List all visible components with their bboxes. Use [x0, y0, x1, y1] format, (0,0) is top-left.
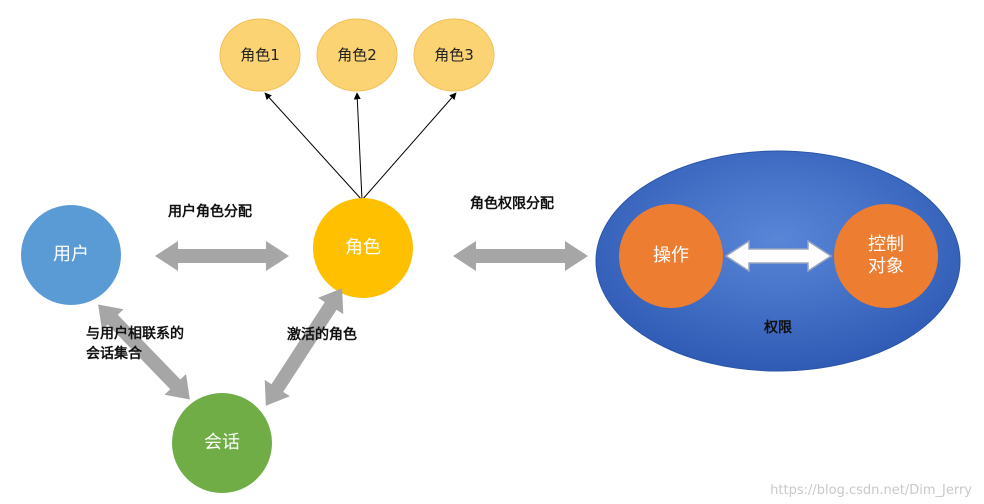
- role-label: 角色: [345, 237, 381, 258]
- role1-label: 角色1: [240, 46, 280, 64]
- session-circle: [172, 393, 272, 493]
- double-arrows: [98, 241, 588, 406]
- operation-label: 操作: [653, 245, 689, 266]
- role1-ellipse: [219, 18, 301, 92]
- active-roles-label: 激活的角色: [287, 327, 357, 343]
- role-to-role1-arrow: [264, 92, 363, 201]
- role-perm-assign-label: 角色权限分配: [470, 196, 554, 212]
- user-role-double-arrow: [155, 241, 289, 271]
- role2-label: 角色2: [337, 46, 377, 64]
- user-sessions-label: 与用户相联系的 会话集合: [86, 326, 184, 362]
- role2-ellipse: [316, 18, 398, 92]
- control-object-label: 控制 对象: [868, 234, 904, 277]
- operation-circle: [619, 204, 723, 308]
- role3-ellipse: [413, 18, 495, 92]
- role-to-role3-arrow: [361, 92, 457, 201]
- control-object-circle: [834, 204, 938, 308]
- watermark: https://blog.csdn.net/Dim_Jerry: [770, 483, 972, 498]
- permission-label: 权限: [764, 320, 792, 336]
- user-role-assign-label: 用户角色分配: [168, 204, 252, 220]
- role3-label: 角色3: [434, 46, 474, 64]
- user-circle: [21, 205, 121, 305]
- operation-control-double-arrow: [724, 239, 833, 273]
- user-session-double-arrow: [98, 304, 190, 400]
- role-to-role2-arrow: [353, 92, 363, 201]
- session-label: 会话: [204, 432, 240, 453]
- session-role-double-arrow: [264, 288, 344, 406]
- role-permission-double-arrow: [453, 241, 588, 271]
- role-circle: [313, 198, 413, 298]
- user-label: 用户: [53, 244, 89, 265]
